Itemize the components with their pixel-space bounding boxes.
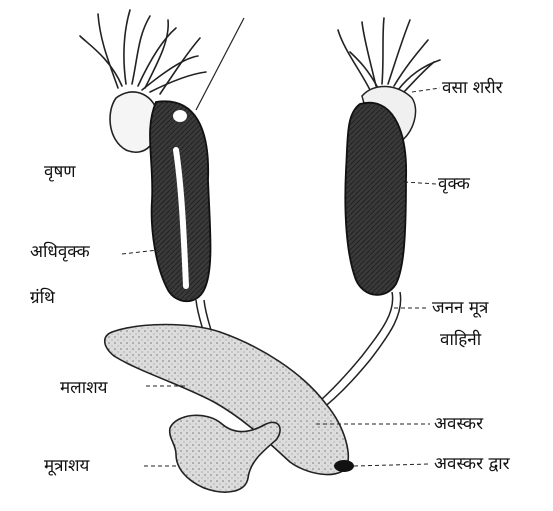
- label-adrenal-gland-1: अधिवृक्क: [30, 242, 90, 262]
- label-urinogenital-duct-1: जनन मूत्र: [432, 298, 488, 318]
- right-urinogenital-duct: [312, 292, 393, 408]
- label-cloaca: अवस्कर: [434, 414, 483, 434]
- right-fat-body: [338, 18, 440, 96]
- right-kidney: [345, 103, 406, 295]
- left-kidney-white-spot: [173, 110, 187, 122]
- left-fat-body: [80, 10, 206, 94]
- label-cloacal-aperture: अवस्कर द्वार: [434, 454, 510, 474]
- label-urinary-bladder: मूत्राशय: [44, 456, 89, 476]
- label-testis: वृषण: [44, 162, 76, 182]
- label-urinogenital-duct-2: वाहिनी: [440, 330, 481, 350]
- label-kidney: वृक्क: [438, 174, 470, 194]
- label-fat-body: वसा शरीर: [442, 78, 503, 98]
- label-rectum: मलाशय: [60, 378, 108, 398]
- pointer-line-top: [196, 18, 244, 110]
- cloacal-aperture: [334, 460, 354, 472]
- urinary-bladder: [170, 415, 280, 492]
- label-adrenal-gland-2: ग्रंथि: [30, 288, 55, 308]
